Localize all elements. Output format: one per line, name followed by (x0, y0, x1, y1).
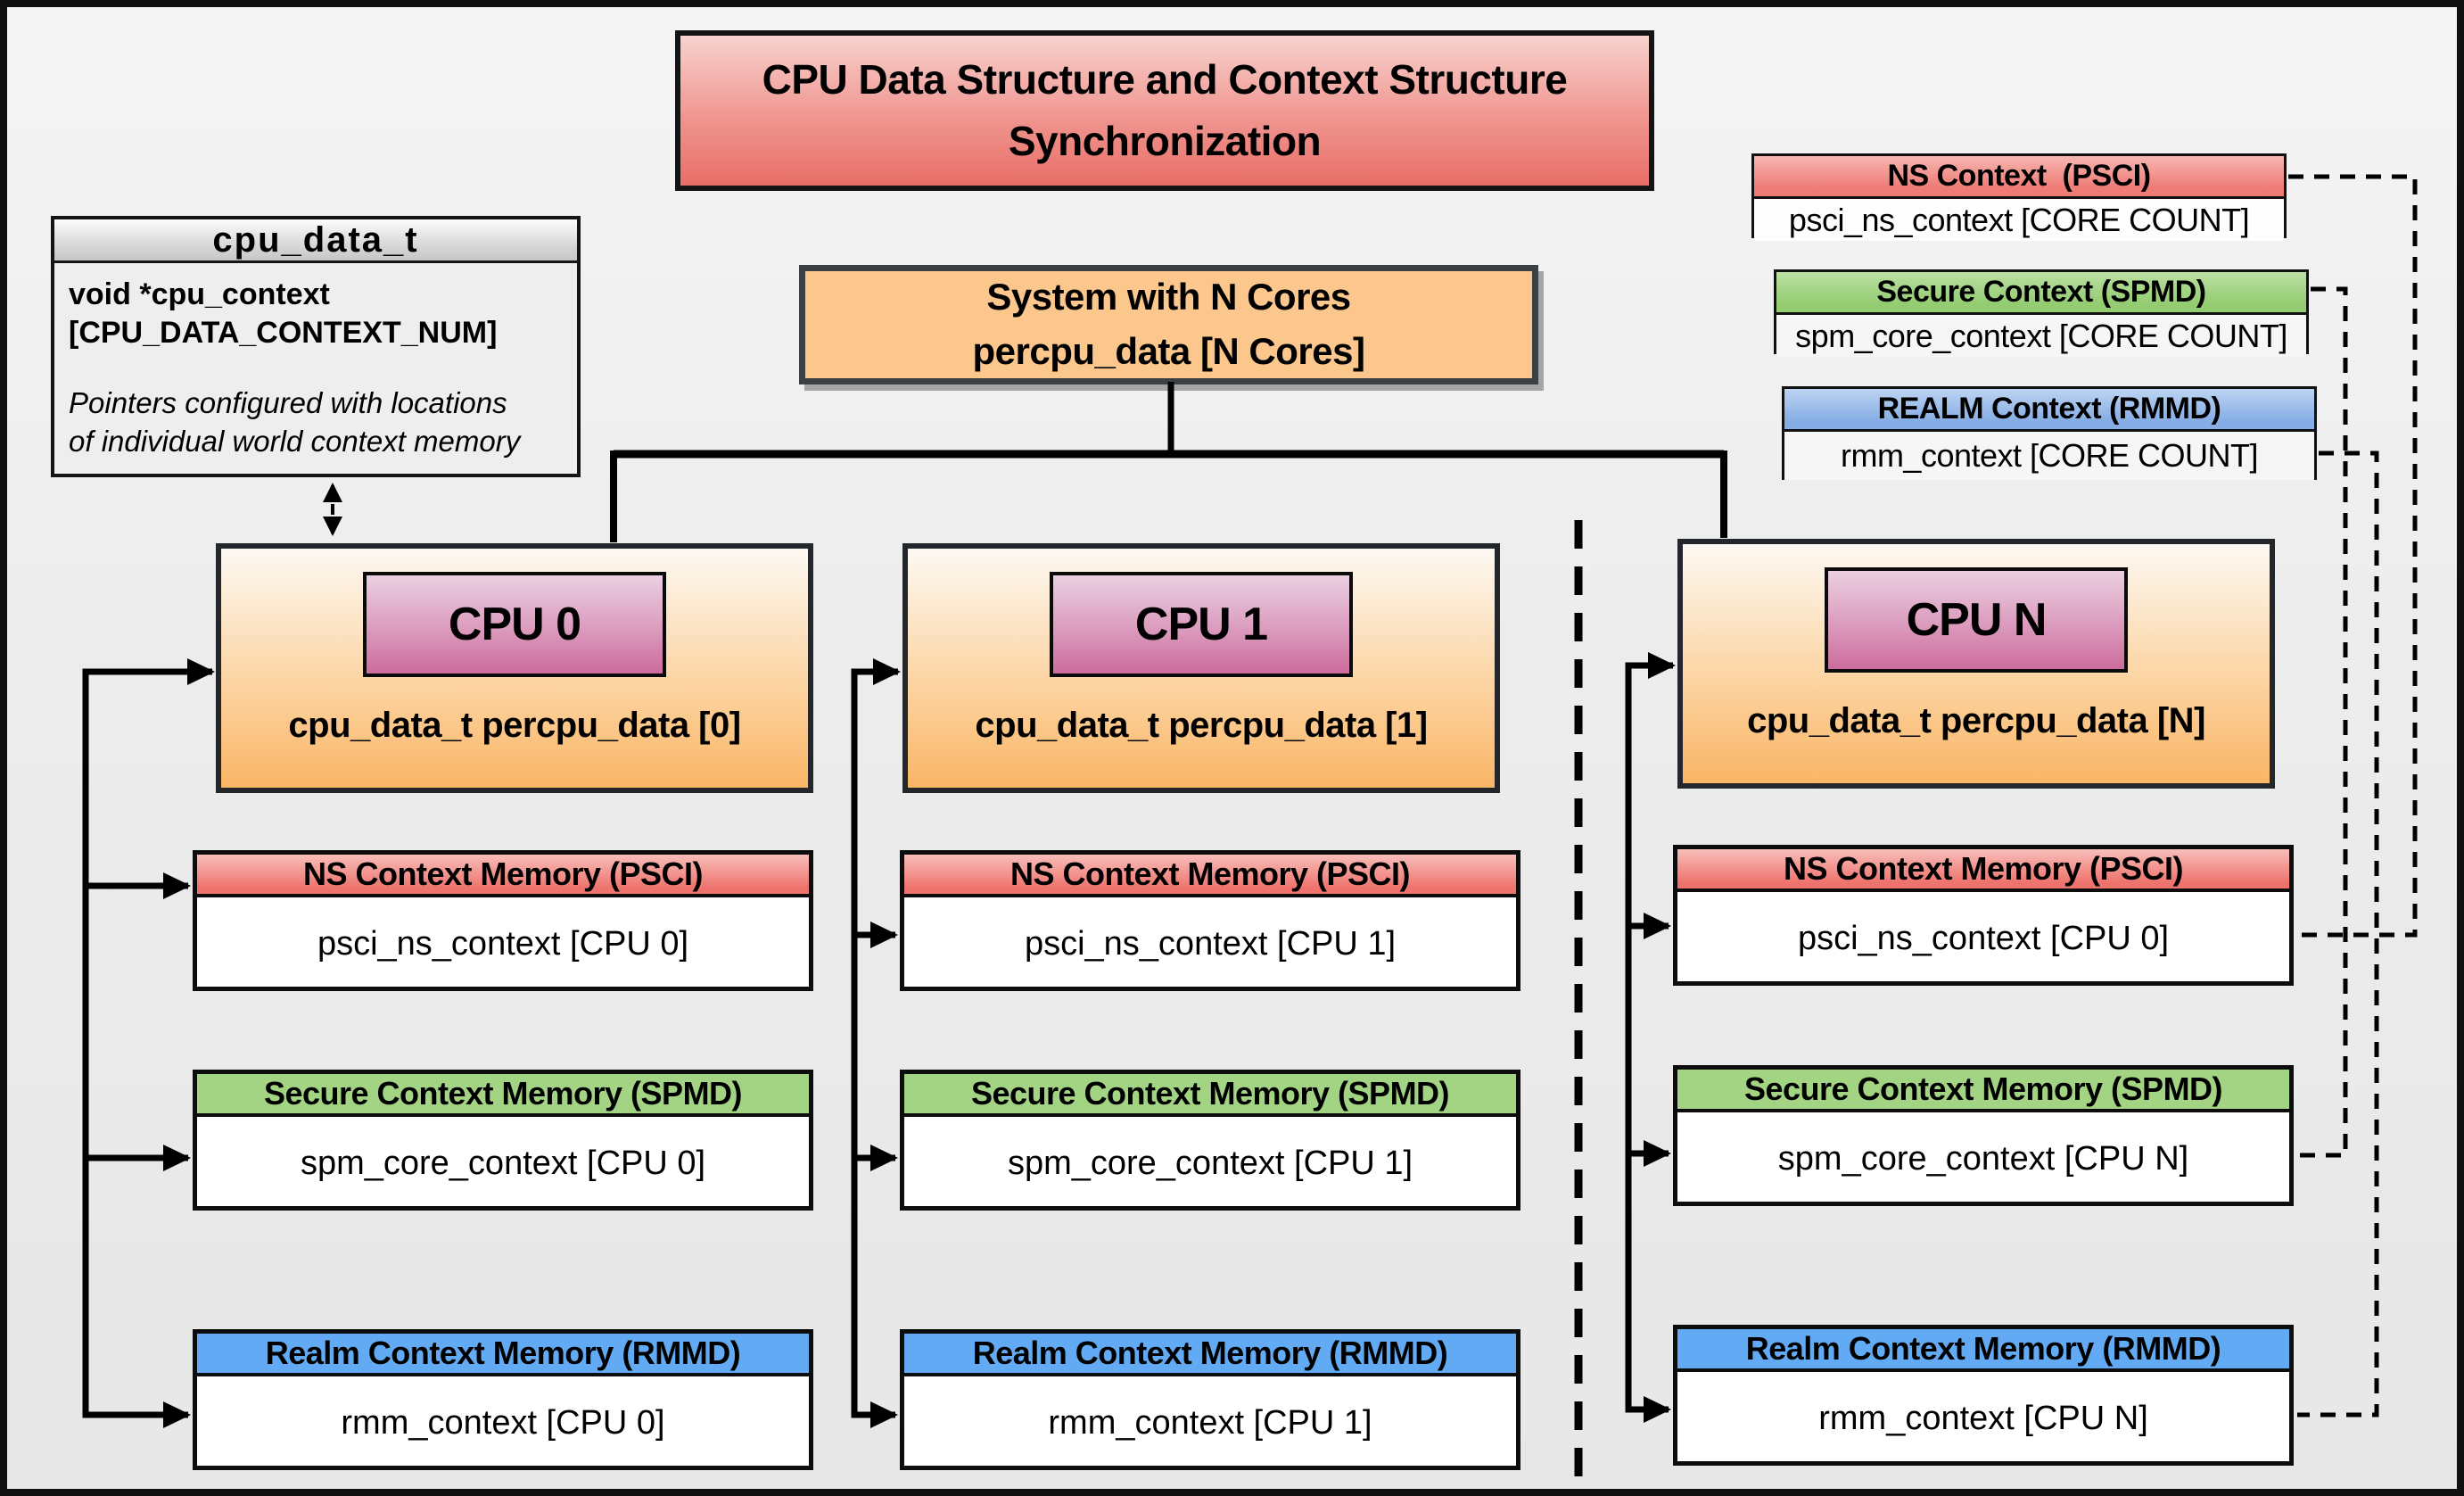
cpu1-ns-memory-body: psci_ns_context [CPU 1] (1024, 925, 1397, 963)
cpu-data-t-body: void *cpu_context [CPU_DATA_CONTEXT_NUM]… (54, 263, 577, 460)
cpu1-box: CPU 1 cpu_data_t percpu_data [1] (902, 543, 1500, 793)
cpu-data-t-header: cpu_data_t (54, 219, 577, 263)
cpu1-realm-memory-body: rmm_context [CPU 1] (1048, 1404, 1372, 1442)
system-box-line1: System with N Cores (986, 276, 1351, 318)
cpun-realm-memory-header: Realm Context Memory (RMMD) (1677, 1329, 2289, 1372)
diagram-title: CPU Data Structure and Context Structure… (675, 30, 1654, 191)
legend-secure-context-header: Secure Context (SPMD) (1776, 272, 2306, 315)
cpun-secure-memory-body: spm_core_context [CPU N] (1777, 1140, 2189, 1178)
cpu0-box: CPU 0 cpu_data_t percpu_data [0] (216, 543, 813, 793)
cpu0-secure-memory-header: Secure Context Memory (SPMD) (197, 1074, 809, 1117)
cpu0-ns-memory-body: psci_ns_context [CPU 0] (317, 925, 689, 963)
cpu0-realm-memory-body: rmm_context [CPU 0] (341, 1404, 665, 1442)
system-box-line2: percpu_data [N Cores] (972, 330, 1365, 372)
cpu1-secure-memory-header: Secure Context Memory (SPMD) (904, 1074, 1516, 1117)
cpun-ns-memory-body: psci_ns_context [CPU 0] (1797, 920, 2170, 957)
cpun-secure-memory-box: Secure Context Memory (SPMD) spm_core_co… (1673, 1065, 2294, 1206)
legend-ns-context-box: NS Context (PSCI) psci_ns_context [CORE … (1751, 153, 2287, 241)
cpu0-ns-memory-box: NS Context Memory (PSCI) psci_ns_context… (193, 850, 813, 991)
legend-realm-context-header: REALM Context (RMMD) (1784, 389, 2314, 432)
cpu-context-field-line2: [CPU_DATA_CONTEXT_NUM] (69, 315, 498, 350)
pointer-note-line1: Pointers configured with locations (69, 385, 507, 419)
cpun-realm-memory-box: Realm Context Memory (RMMD) rmm_context … (1673, 1325, 2294, 1466)
cpu-context-field: void *cpu_context [CPU_DATA_CONTEXT_NUM] (69, 276, 563, 352)
cpu0-percpu-data-label: cpu_data_t percpu_data [0] (288, 706, 741, 745)
cpu0-chip: CPU 0 (363, 572, 666, 677)
cpu-data-t-struct-box: cpu_data_t void *cpu_context [CPU_DATA_C… (51, 216, 581, 477)
legend-realm-context-box: REALM Context (RMMD) rmm_context [CORE C… (1782, 386, 2317, 480)
cpu1-secure-memory-box: Secure Context Memory (SPMD) spm_core_co… (900, 1070, 1520, 1211)
cpu1-realm-memory-box: Realm Context Memory (RMMD) rmm_context … (900, 1329, 1520, 1470)
diagram-title-line2: Synchronization (1008, 118, 1322, 164)
cpu1-chip: CPU 1 (1050, 572, 1353, 677)
cpu0-realm-memory-header: Realm Context Memory (RMMD) (197, 1334, 809, 1376)
pointer-note: Pointers configured with locations of in… (69, 384, 563, 461)
system-n-cores-box: System with N Cores percpu_data [N Cores… (799, 265, 1538, 384)
cpu1-realm-memory-header: Realm Context Memory (RMMD) (904, 1334, 1516, 1376)
pointer-note-line2: of individual world context memory (69, 424, 521, 458)
cpu1-ns-memory-box: NS Context Memory (PSCI) psci_ns_context… (900, 850, 1520, 991)
cpu1-secure-memory-body: spm_core_context [CPU 1] (1007, 1145, 1413, 1182)
cpun-box: CPU N cpu_data_t percpu_data [N] (1677, 539, 2275, 789)
cpu1-ns-memory-header: NS Context Memory (PSCI) (904, 855, 1516, 897)
cpun-ns-memory-box: NS Context Memory (PSCI) psci_ns_context… (1673, 845, 2294, 986)
cpu0-realm-memory-box: Realm Context Memory (RMMD) rmm_context … (193, 1329, 813, 1470)
legend-ns-context-body: psci_ns_context [CORE COUNT] (1754, 199, 2284, 241)
legend-secure-context-box: Secure Context (SPMD) spm_core_context [… (1774, 269, 2309, 357)
cpun-ns-memory-header: NS Context Memory (PSCI) (1677, 849, 2289, 892)
cpu0-ns-memory-header: NS Context Memory (PSCI) (197, 855, 809, 897)
diagram-title-line1: CPU Data Structure and Context Structure (762, 56, 1568, 103)
cpun-realm-memory-body: rmm_context [CPU N] (1818, 1400, 2148, 1437)
cpun-chip: CPU N (1825, 567, 2128, 673)
cpu-context-field-line1: void *cpu_context (69, 277, 330, 311)
legend-ns-context-header: NS Context (PSCI) (1754, 156, 2284, 199)
legend-secure-context-body: spm_core_context [CORE COUNT] (1776, 315, 2306, 357)
cpun-secure-memory-header: Secure Context Memory (SPMD) (1677, 1070, 2289, 1112)
legend-realm-dashed-link (2297, 450, 2379, 1417)
cpun-percpu-data-label: cpu_data_t percpu_data [N] (1747, 701, 2205, 740)
cpu0-secure-memory-body: spm_core_context [CPU 0] (300, 1145, 706, 1182)
cpu0-secure-memory-box: Secure Context Memory (SPMD) spm_core_co… (193, 1070, 813, 1211)
cpu1-percpu-data-label: cpu_data_t percpu_data [1] (975, 706, 1428, 745)
legend-realm-context-body: rmm_context [CORE COUNT] (1784, 432, 2314, 480)
